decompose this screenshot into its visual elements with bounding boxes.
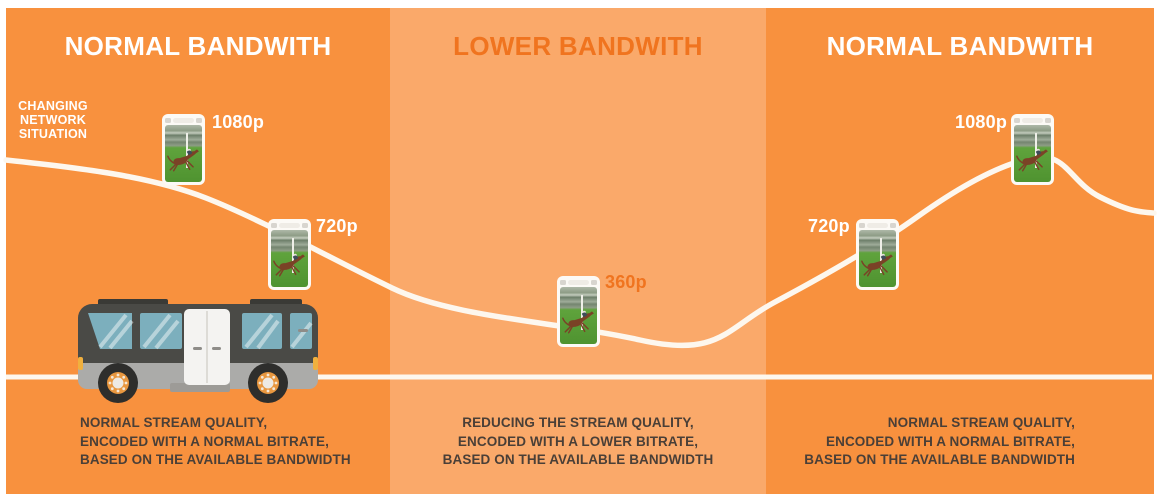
video-thumbnail-1080p-right: [1011, 114, 1054, 185]
panel-normal-bandwidth-right: NORMAL BANDWITH: [766, 8, 1154, 494]
player-button-icon: [1045, 117, 1051, 123]
player-button-icon: [890, 222, 896, 228]
player-button-icon: [560, 279, 566, 285]
quality-label-720p: 720p: [316, 216, 358, 236]
panel-title: NORMAL BANDWITH: [826, 31, 1094, 61]
player-chrome: [856, 219, 899, 229]
racehorse-icon: [1015, 148, 1048, 172]
bus-front-wheel: [98, 363, 138, 403]
player-button-icon: [271, 222, 277, 228]
bus-windshield: [88, 313, 132, 349]
description-normal-left: NORMAL STREAM QUALITY, ENCODED WITH A NO…: [80, 415, 351, 467]
window-glare: [98, 313, 313, 350]
quality-label-1080p-right: 1080p: [955, 112, 1008, 132]
player-chrome: [1011, 114, 1054, 124]
bus-icon: [78, 299, 318, 403]
quality-label-360p: 360p: [605, 272, 647, 292]
quality-label-1080p: 1080p: [212, 112, 265, 132]
panel-normal-bandwidth-left: NORMAL BANDWITH: [6, 8, 390, 494]
racehorse-icon: [860, 253, 893, 277]
bus-rear-light: [313, 357, 318, 370]
player-button-icon: [302, 222, 308, 228]
video-thumbnail-720p: [268, 219, 311, 290]
racehorse-icon: [166, 148, 199, 172]
player-button-icon: [196, 117, 202, 123]
panel-title: LOWER BANDWITH: [453, 31, 703, 61]
player-button-icon: [165, 117, 171, 123]
changing-network-situation-label: CHANGING NETWORK SITUATION: [18, 99, 88, 141]
racehorse-icon: [272, 253, 305, 277]
stream-frame-photo: [859, 230, 896, 287]
player-chrome: [162, 114, 205, 124]
stream-frame-photo: [1014, 125, 1051, 182]
bus-rear-wheel: [248, 363, 288, 403]
stream-frame-photo: [560, 287, 597, 344]
player-chrome: [557, 276, 600, 286]
stream-frame-photo: [271, 230, 308, 287]
description-lower: REDUCING THE STREAM QUALITY, ENCODED WIT…: [442, 415, 714, 467]
video-thumbnail-720p-right: [856, 219, 899, 290]
player-button-icon: [1014, 117, 1020, 123]
video-thumbnail-360p: [557, 276, 600, 347]
panel-lower-bandwidth: LOWER BANDWITH: [390, 8, 766, 494]
description-normal-right: NORMAL STREAM QUALITY, ENCODED WITH A NO…: [804, 415, 1075, 467]
player-button-icon: [591, 279, 597, 285]
player-button-icon: [859, 222, 865, 228]
bus-front-light: [78, 357, 83, 370]
panel-title: NORMAL BANDWITH: [64, 31, 332, 61]
video-thumbnail-1080p: [162, 114, 205, 185]
player-chrome: [268, 219, 311, 229]
racehorse-icon: [561, 310, 594, 334]
stream-frame-photo: [165, 125, 202, 182]
quality-label-720p-right: 720p: [808, 216, 850, 236]
